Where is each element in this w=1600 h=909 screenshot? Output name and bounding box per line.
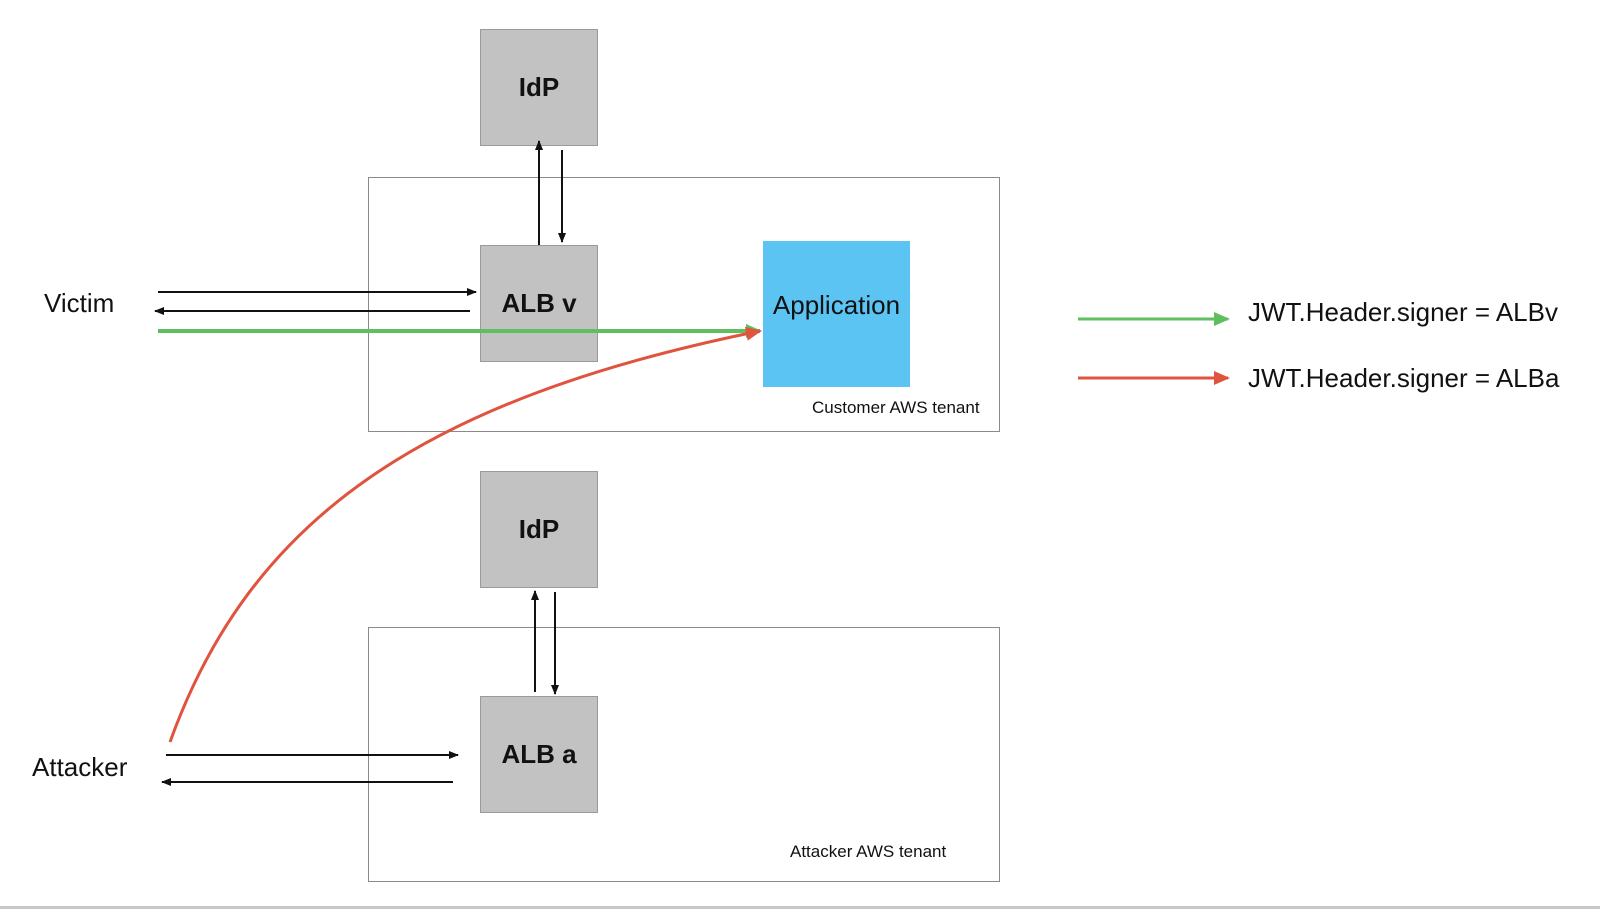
alb-a-label: ALB a xyxy=(501,739,577,769)
alb-v-label: ALB v xyxy=(501,288,577,318)
attacker-tenant-label: Attacker AWS tenant xyxy=(790,842,947,861)
victim-label: Victim xyxy=(44,288,115,318)
application-node: Application xyxy=(763,241,910,387)
attacker-label: Attacker xyxy=(32,752,128,782)
customer-tenant-label: Customer AWS tenant xyxy=(812,398,980,417)
attacker-tenant-box xyxy=(368,627,1000,882)
alb-a-node: ALB a xyxy=(480,696,598,813)
bottom-border xyxy=(0,906,1600,909)
idp-top-label: IdP xyxy=(518,72,560,102)
idp-bottom-label: IdP xyxy=(518,514,560,544)
legend-red-label: JWT.Header.signer = ALBa xyxy=(1248,363,1560,393)
application-label: Application xyxy=(772,290,901,320)
red-attacker-to-application-arrow xyxy=(168,326,762,743)
idp-bottom-node: IdP xyxy=(480,471,598,588)
alb-v-node: ALB v xyxy=(480,245,598,362)
legend-green-label: JWT.Header.signer = ALBv xyxy=(1248,297,1558,327)
